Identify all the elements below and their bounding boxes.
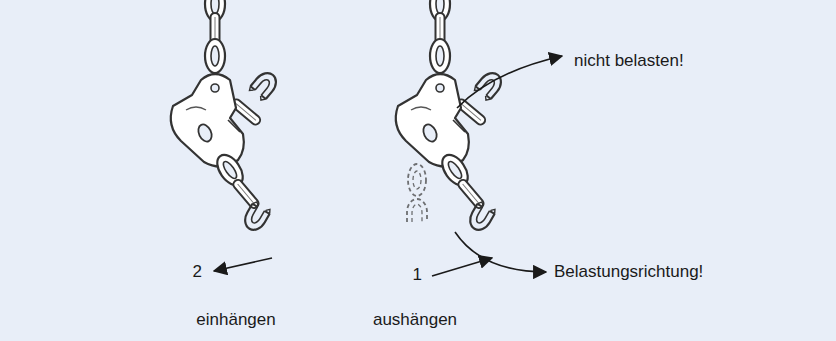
load-direction-arrow	[455, 232, 546, 272]
warning-note: nicht belasten!	[574, 51, 684, 71]
callout-number: 1	[413, 265, 422, 285]
step-label: einhängen	[196, 310, 275, 330]
callout-number: 2	[193, 262, 202, 282]
shortening-hook-right	[396, 0, 506, 234]
step-label: aushängen	[373, 310, 457, 330]
no-load-arrow	[457, 56, 562, 108]
hang-in-arrow	[214, 258, 272, 271]
unhook-arrow	[432, 258, 492, 276]
shortening-hook-left	[171, 0, 281, 234]
load-direction-note: Belastungsrichtung!	[554, 262, 703, 282]
